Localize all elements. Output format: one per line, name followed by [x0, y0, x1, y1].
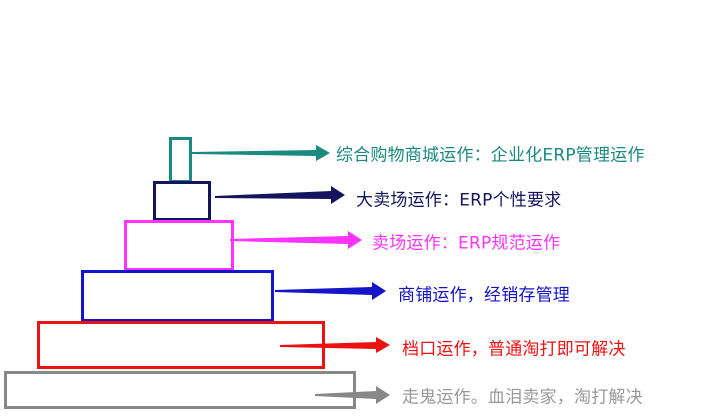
arrow-shopping-mall [192, 145, 330, 161]
tier-box-shop [81, 270, 274, 322]
tier-label-street-vendor: 走鬼运作。血泪卖家，淘打解决 [402, 387, 643, 408]
arrow-shop [275, 282, 386, 300]
arrow-street-vendor [315, 386, 390, 404]
tier-label-store: 卖场运作：ERP规范运作 [372, 233, 561, 254]
tier-box-hypermarket [153, 181, 211, 221]
tier-label-shopping-mall: 综合购物商城运作：企业化ERP管理运作 [336, 145, 645, 166]
arrow-stall [280, 337, 390, 353]
arrow-store [230, 231, 362, 249]
tier-box-street-vendor [4, 371, 356, 409]
arrow-hypermarket [215, 186, 345, 204]
tier-box-store [124, 220, 234, 271]
tier-label-hypermarket: 大卖场运作：ERP个性要求 [356, 190, 562, 211]
tier-box-stall [37, 321, 325, 369]
tier-label-stall: 档口运作，普通淘打即可解决 [402, 339, 626, 360]
tier-label-shop: 商铺运作，经销存管理 [398, 285, 570, 306]
